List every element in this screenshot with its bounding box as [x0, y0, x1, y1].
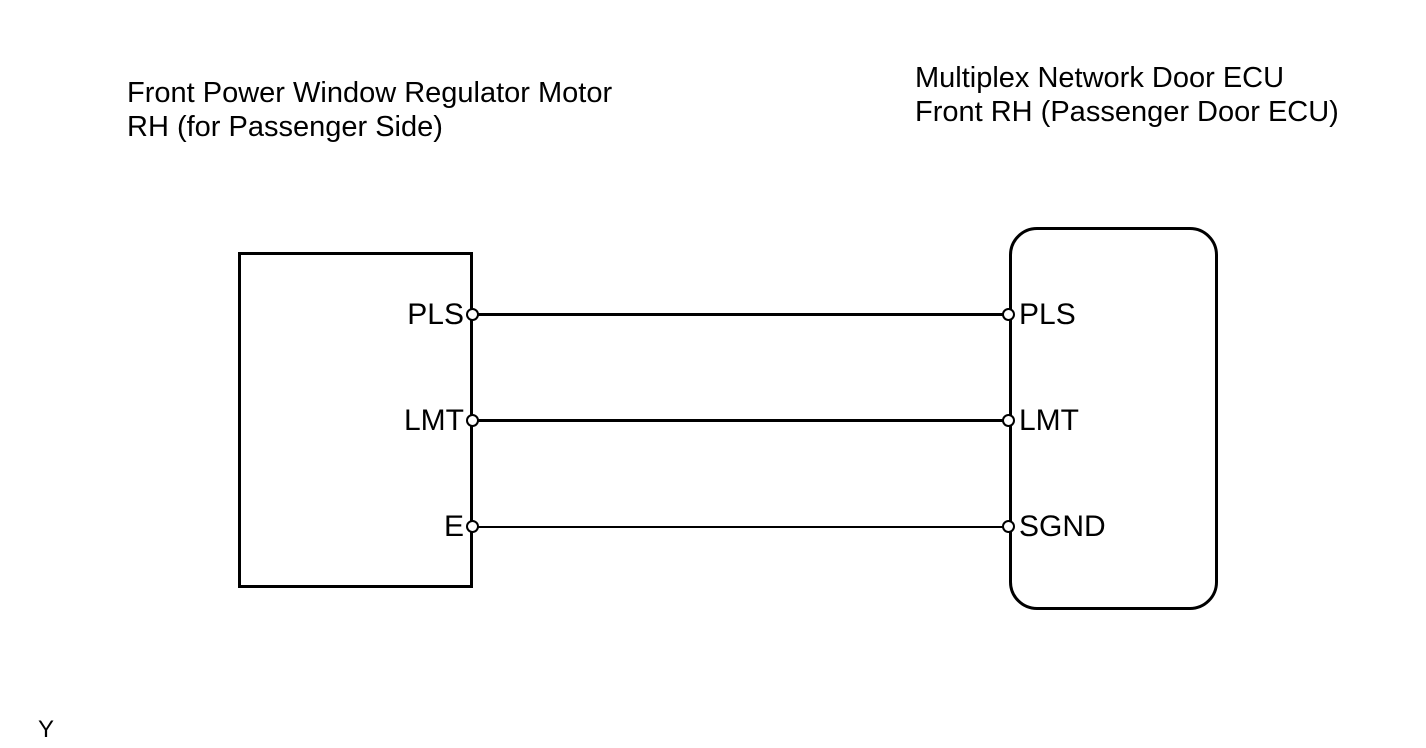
ecu-title: Multiplex Network Door ECU Front RH (Pas… — [915, 62, 1339, 128]
pin-label-motor-lmt: LMT — [404, 404, 464, 437]
pin-label-ecu-sgnd: SGND — [1019, 510, 1106, 543]
wire-pls — [473, 313, 1009, 316]
terminal-ecu-lmt — [1002, 414, 1015, 427]
motor-box — [238, 252, 473, 588]
pin-label-ecu-lmt: LMT — [1019, 404, 1079, 437]
footnote-y: Y — [38, 716, 55, 743]
pin-label-motor-pls: PLS — [407, 298, 464, 331]
wire-lmt — [473, 419, 1009, 422]
terminal-motor-e — [466, 520, 479, 533]
pin-label-ecu-pls: PLS — [1019, 298, 1076, 331]
motor-title: Front Power Window Regulator Motor RH (f… — [127, 77, 613, 143]
wire-e-sgnd — [473, 526, 1009, 528]
terminal-ecu-sgnd — [1002, 520, 1015, 533]
ecu-box — [1009, 227, 1218, 610]
terminal-motor-pls — [466, 308, 479, 321]
terminal-motor-lmt — [466, 414, 479, 427]
pin-label-motor-e: E — [443, 510, 464, 543]
terminal-ecu-pls — [1002, 308, 1015, 321]
